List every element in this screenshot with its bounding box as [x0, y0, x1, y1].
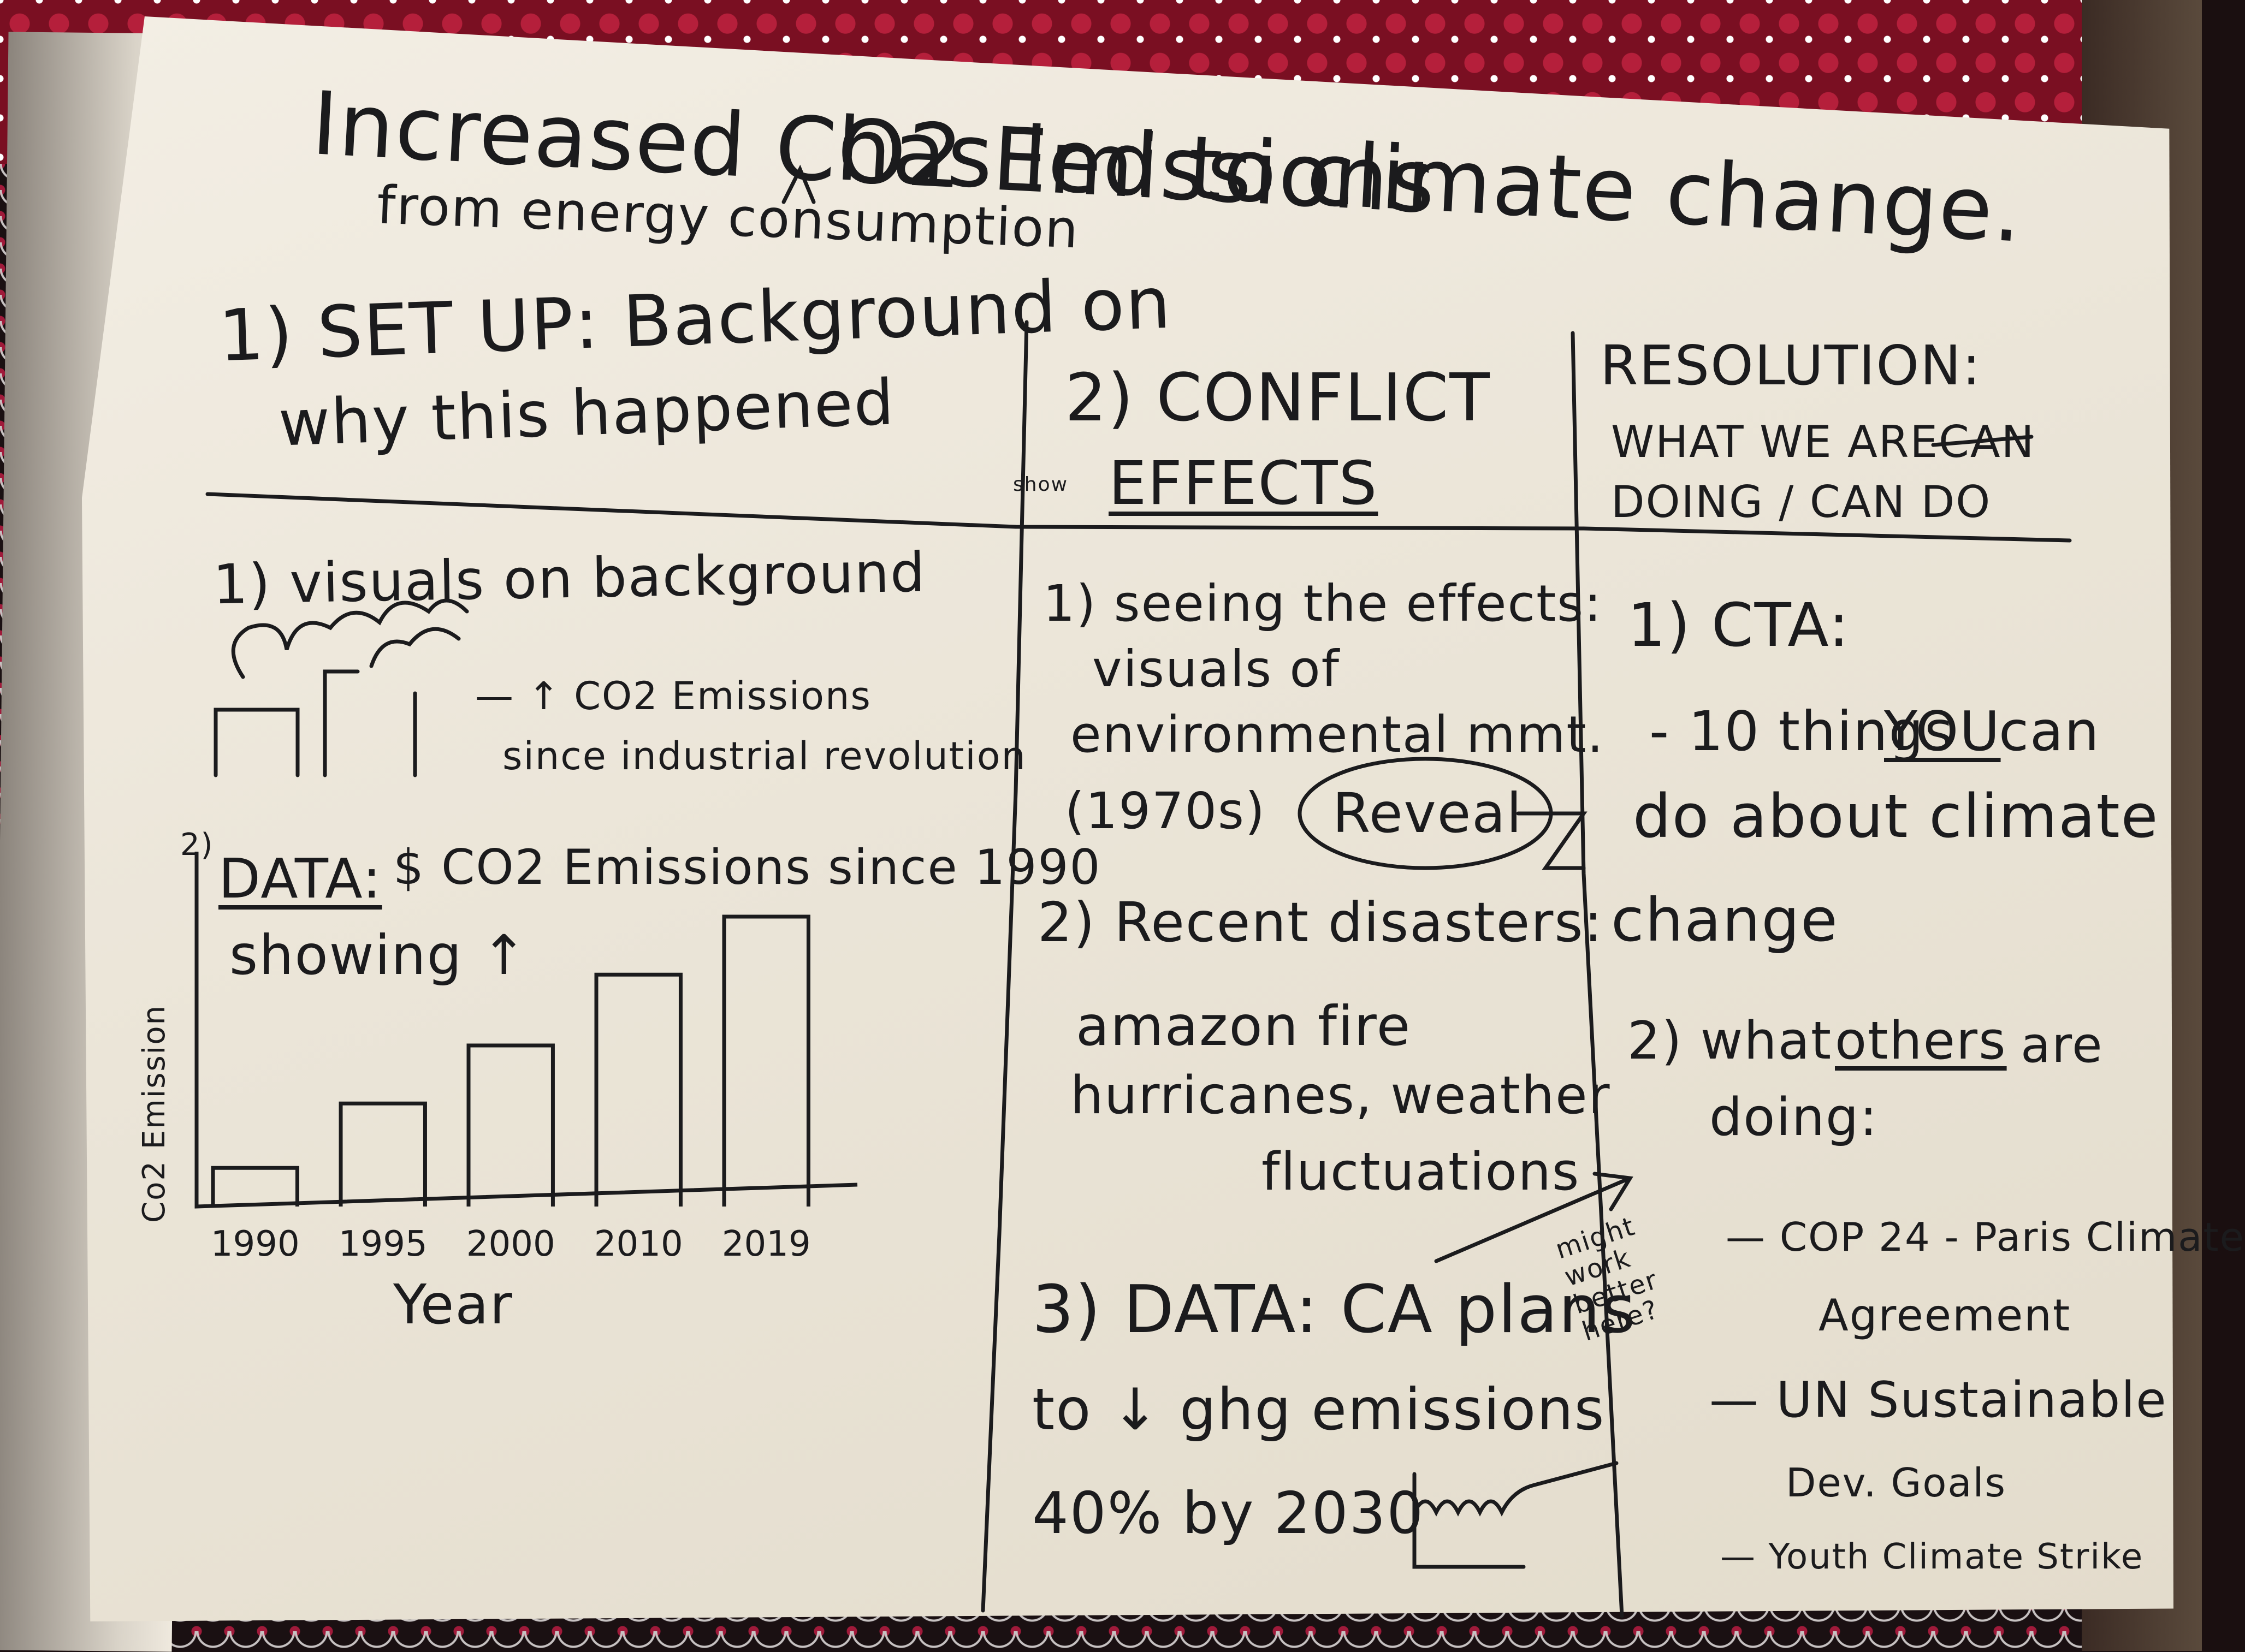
conflict-item-2d: fluctuations: [1261, 1142, 1580, 1202]
chart-bar-1990: [211, 1166, 299, 1207]
conflict-item-1a: 1) seeing the effects:: [1043, 574, 1603, 633]
conflict-item-1c: environmental mmt.: [1070, 705, 1604, 764]
strike-can: [1931, 435, 2034, 447]
setup-item-1-note: — ↑ CO2 Emissions: [475, 674, 872, 718]
chart-bar-2000: [466, 1043, 555, 1207]
resolution-item-2b: are: [2021, 1017, 2104, 1074]
resolution-item-1e: change: [1611, 885, 1839, 955]
resolution-heading-2-struck: CAN: [1939, 417, 2035, 467]
resolution-heading-3: DOING / CAN DO: [1611, 477, 1992, 527]
setup-item-2-label: DATA:: [218, 847, 382, 911]
chart-tick-label-2019: 2019: [722, 1224, 811, 1264]
resolution-item-2a: 2) what: [1627, 1011, 1833, 1071]
conflict-item-2c: hurricanes, weather: [1070, 1066, 1611, 1126]
chart-axes: [194, 852, 858, 1209]
setup-item-1: 1) visuals on background: [212, 540, 927, 617]
conflict-item-3a: 3) DATA: CA plans: [1032, 1272, 1637, 1348]
resolution-item-2c: doing:: [1709, 1088, 1879, 1148]
reveal-label: Reveal: [1332, 781, 1523, 845]
chart-tick-label-2010: 2010: [594, 1224, 683, 1264]
chart-tick-label-1995: 1995: [339, 1224, 428, 1264]
resolution-item-2-others: others: [1835, 1011, 2007, 1071]
resolution-item-1d: do about climate: [1633, 781, 2159, 851]
conflict-item-3c: 40% by 2030: [1032, 1480, 1425, 1547]
chart-tick-label-2000: 2000: [466, 1224, 555, 1264]
vertical-divider-1: [981, 320, 1029, 1613]
resolution-item-2d: — COP 24 - Paris Climate: [1726, 1214, 2245, 1260]
resolution-item-1a: 1) CTA:: [1627, 590, 1850, 660]
vertical-divider-2: [1571, 331, 1624, 1618]
setup-item-2-number: 2): [180, 827, 214, 863]
conflict-item-3b: to ↓ ghg emissions: [1032, 1376, 1606, 1443]
resolution-item-1-you: YOU: [1884, 699, 2001, 763]
resolution-item-2g: Dev. Goals: [1786, 1460, 2007, 1506]
conflict-item-1b: visuals of: [1092, 640, 1341, 698]
chart-bar-1995: [339, 1101, 427, 1207]
setup-item-2-text: $ CO2 Emissions since 1990: [393, 839, 1101, 895]
conflict-item-2b: amazon fire: [1076, 994, 1412, 1058]
resolution-item-2h: — Youth Climate Strike: [1720, 1537, 2144, 1577]
resolution-item-1c: can: [1999, 699, 2100, 763]
chart-bar-2010: [594, 972, 683, 1207]
resolution-item-1b: - 10 things: [1649, 699, 1954, 763]
chart-tick-label-1990: 1990: [211, 1224, 300, 1264]
chart-x-axis-label: Year: [393, 1273, 513, 1336]
conflict-item-1d: (1970s): [1065, 782, 1266, 840]
setup-item-1-note-2: since industrial revolution: [502, 734, 1027, 779]
resolution-item-2e: Agreement: [1818, 1290, 2071, 1341]
chart-bar-2019: [722, 914, 810, 1207]
conflict-heading: 2) CONFLICT: [1065, 360, 1491, 436]
setup-item-2-text-2: showing ↑: [229, 923, 528, 987]
resolution-item-2f: — UN Sustainable: [1709, 1371, 2167, 1429]
horizontal-divider: [205, 492, 2072, 543]
resolution-heading-2: WHAT WE ARE: [1611, 417, 1939, 467]
resolution-heading: RESOLUTION:: [1600, 334, 1982, 397]
chart-y-axis-label: Co2 Emission: [137, 1005, 172, 1223]
storyboard-sheet: [82, 16, 2173, 1621]
conflict-subheading-small: show: [1013, 473, 1069, 496]
conflict-item-2a: 2) Recent disasters:: [1038, 890, 1604, 954]
conflict-subheading: EFFECTS: [1109, 448, 1378, 518]
